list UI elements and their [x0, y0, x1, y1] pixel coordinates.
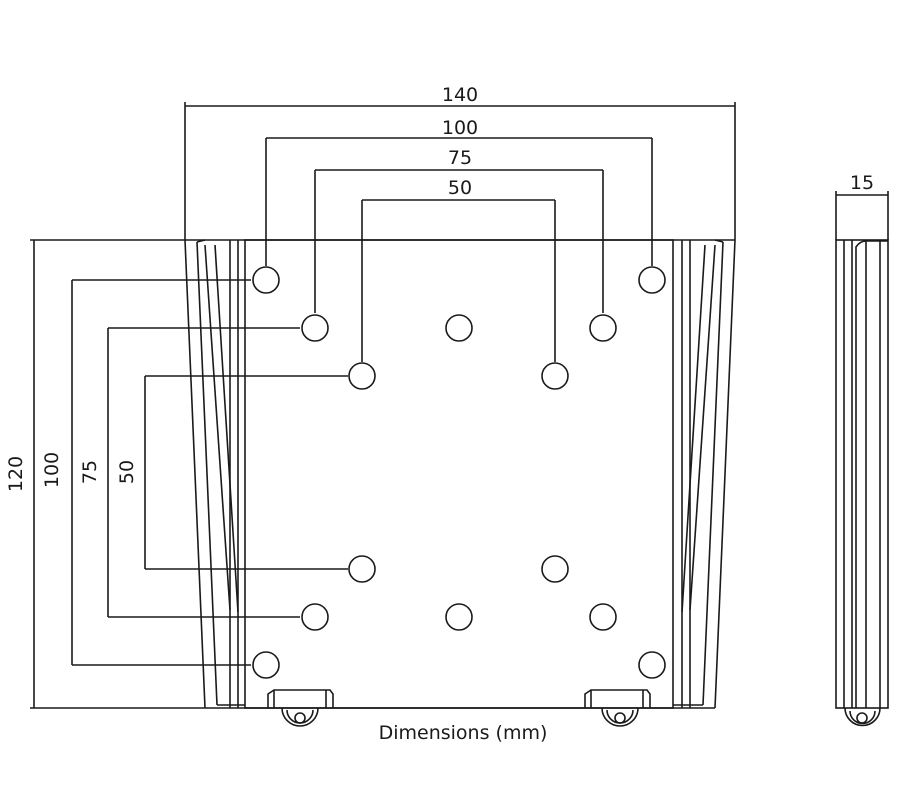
hole-75-bottom-left	[301, 603, 329, 631]
height-100-dimension: 100	[41, 279, 251, 666]
depth-15-dimension: 15	[835, 172, 889, 240]
height-120-dimension: 120	[5, 239, 205, 709]
width-140-label: 140	[442, 84, 478, 106]
hole-50-bottom-left	[348, 555, 376, 583]
depth-15-label: 15	[850, 172, 874, 194]
hole-50-bottom-right	[541, 555, 569, 583]
hole-bottom-center	[445, 603, 473, 631]
right-latch	[584, 689, 651, 727]
hole-100-top-left	[252, 266, 280, 294]
hole-75-bottom-right	[589, 603, 617, 631]
hole-100-bottom-right	[638, 651, 666, 679]
height-100-label: 100	[41, 452, 63, 488]
left-latch	[267, 689, 334, 727]
hole-75-top-right	[589, 314, 617, 342]
hole-100-bottom-left	[252, 651, 280, 679]
mount-plate-front-view	[184, 239, 736, 727]
height-50-dimension: 50	[116, 375, 348, 570]
width-100-label: 100	[442, 117, 478, 139]
left-flange	[184, 239, 245, 709]
right-flange	[673, 239, 736, 709]
height-75-dimension: 75	[79, 327, 300, 618]
height-50-label: 50	[116, 460, 138, 484]
width-75-dimension: 75	[314, 147, 604, 313]
width-100-dimension: 100	[265, 117, 653, 266]
width-75-label: 75	[448, 147, 472, 169]
vesa-holes	[252, 266, 666, 679]
hole-top-center	[445, 314, 473, 342]
height-120-label: 120	[5, 456, 27, 492]
hole-50-top-left	[348, 362, 376, 390]
mount-side-view: 15	[835, 172, 889, 727]
width-50-label: 50	[448, 177, 472, 199]
hole-100-top-right	[638, 266, 666, 294]
hole-50-top-right	[541, 362, 569, 390]
dimensions-caption: Dimensions (mm)	[379, 722, 548, 744]
hole-75-top-left	[301, 314, 329, 342]
width-50-dimension: 50	[361, 177, 556, 362]
height-75-label: 75	[79, 460, 101, 484]
width-140-dimension: 140	[184, 84, 736, 240]
